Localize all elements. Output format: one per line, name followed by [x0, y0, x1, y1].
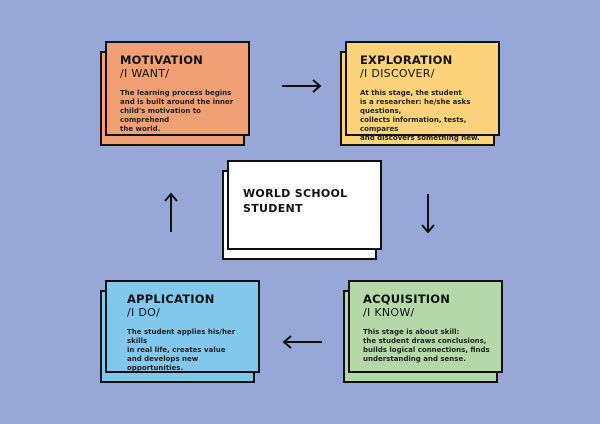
exploration-card-front-sheet: EXPLORATION /I DISCOVER/ At this stage, … [345, 41, 500, 142]
acquisition-text: This stage is about skill: the student d… [363, 328, 490, 363]
motivation-title: MOTIVATION [120, 53, 203, 67]
motivation-subtitle: /I WANT/ [120, 67, 170, 80]
arrow-up-icon [164, 192, 178, 232]
application-text: The student applies his/her skills in re… [127, 328, 236, 372]
acquisition-card: ACQUISITION /I KNOW/ This stage is about… [343, 280, 503, 383]
application-subtitle: /I DO/ [127, 306, 161, 319]
exploration-subtitle: /I DISCOVER/ [360, 67, 435, 80]
application-title: APPLICATION [127, 292, 215, 306]
application-card-front-sheet: APPLICATION /I DO/ The student applies h… [105, 280, 260, 373]
motivation-card: MOTIVATION /I WANT/ The learning process… [100, 41, 250, 146]
application-card: APPLICATION /I DO/ The student applies h… [100, 280, 260, 383]
arrow-down-icon [421, 194, 435, 234]
center-title: WORLD SCHOOL STUDENT [243, 187, 348, 215]
center-card: WORLD SCHOOL STUDENT [222, 160, 382, 260]
acquisition-title: ACQUISITION [363, 292, 451, 306]
motivation-card-front-sheet: MOTIVATION /I WANT/ The learning process… [105, 41, 250, 136]
exploration-text: At this stage, the student is a research… [360, 89, 480, 142]
acquisition-card-front-sheet: ACQUISITION /I KNOW/ This stage is about… [348, 280, 503, 373]
exploration-card: EXPLORATION /I DISCOVER/ At this stage, … [340, 41, 500, 146]
arrow-left-icon [282, 335, 322, 349]
motivation-text: The learning process begins and is built… [120, 89, 234, 133]
exploration-title: EXPLORATION [360, 53, 453, 67]
arrow-right-icon [282, 79, 322, 93]
center-card-front-sheet: WORLD SCHOOL STUDENT [227, 160, 382, 250]
acquisition-subtitle: /I KNOW/ [363, 306, 415, 319]
